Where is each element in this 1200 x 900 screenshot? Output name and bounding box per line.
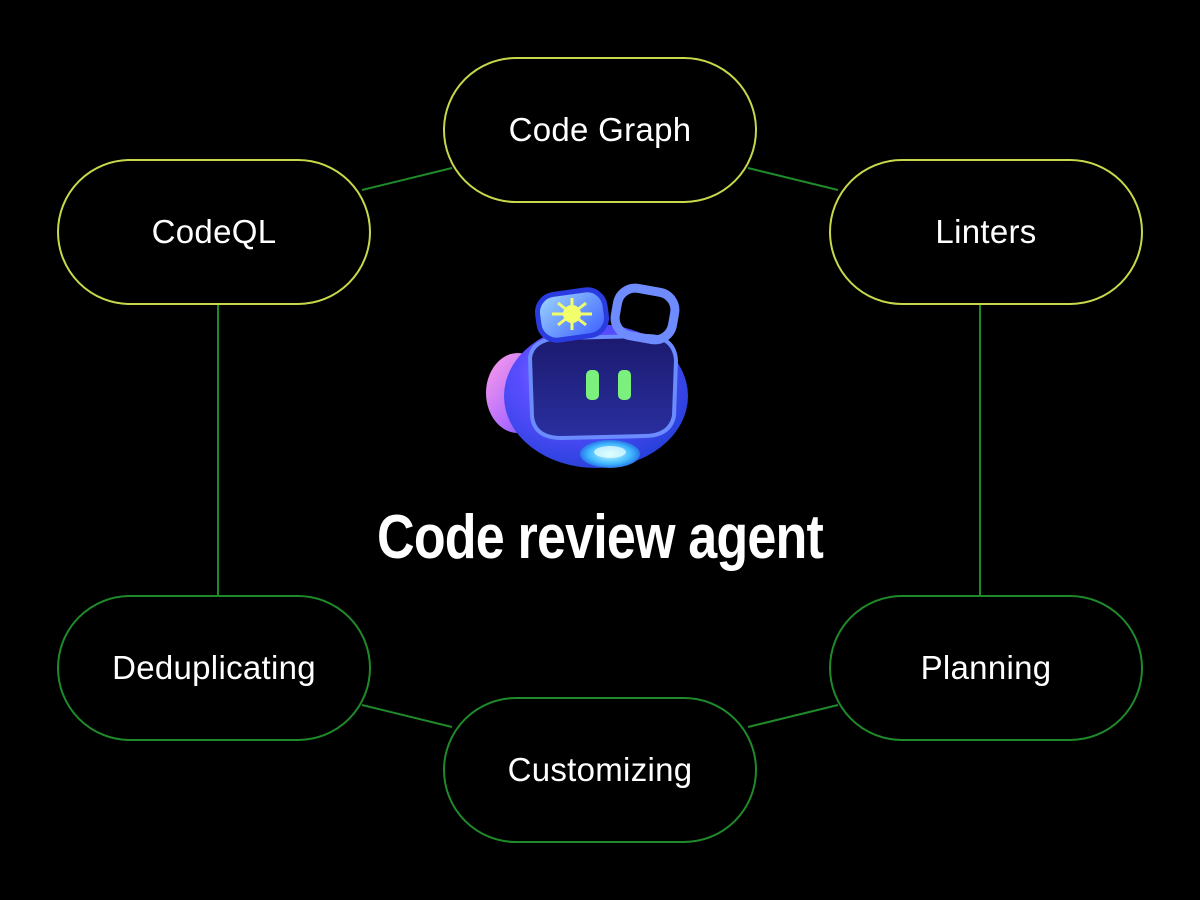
edge-code-graph-linters	[747, 167, 839, 191]
robot-mascot-icon	[486, 283, 688, 468]
node-deduplicating: Deduplicating	[57, 595, 371, 741]
node-label: Deduplicating	[112, 649, 316, 686]
node-codeql: CodeQL	[57, 159, 371, 305]
node-code-graph: Code Graph	[443, 57, 757, 203]
node-label: CodeQL	[151, 213, 277, 250]
diagram-title: Code review agent	[377, 503, 824, 572]
node-label: Planning	[920, 649, 1052, 686]
edge-codeql-code-graph	[361, 167, 453, 191]
node-label: Linters	[935, 213, 1037, 250]
edge-customizing-planning	[747, 704, 839, 728]
node-label: Customizing	[507, 751, 693, 788]
node-customizing: Customizing	[443, 697, 757, 843]
node-label: Code Graph	[508, 111, 692, 148]
edge-deduplicating-customizing	[361, 704, 453, 728]
node-planning: Planning	[829, 595, 1143, 741]
node-linters: Linters	[829, 159, 1143, 305]
